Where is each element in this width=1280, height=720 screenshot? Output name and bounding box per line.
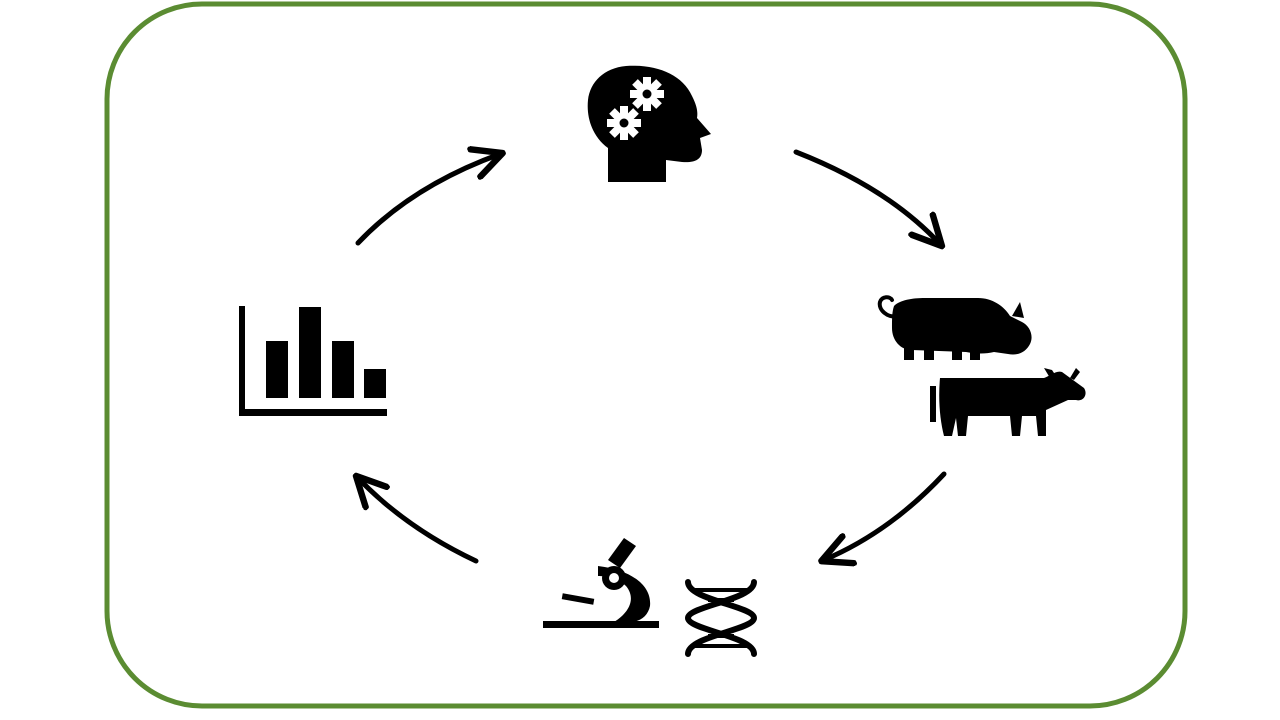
bar-chart-icon: [239, 306, 387, 416]
head-with-gears-icon: [587, 65, 711, 182]
cow-icon: [930, 368, 1086, 436]
pig-icon: [877, 295, 1032, 360]
arrow-lab-to-data: [358, 478, 479, 564]
arrow-data-to-idea: [355, 154, 500, 246]
frame-border: [104, 1, 1188, 709]
microscope-icon: [543, 538, 659, 628]
dna-helix-icon: [684, 579, 758, 657]
arrow-animals-to-lab: [824, 471, 947, 560]
arrow-idea-to-animals: [793, 149, 940, 244]
